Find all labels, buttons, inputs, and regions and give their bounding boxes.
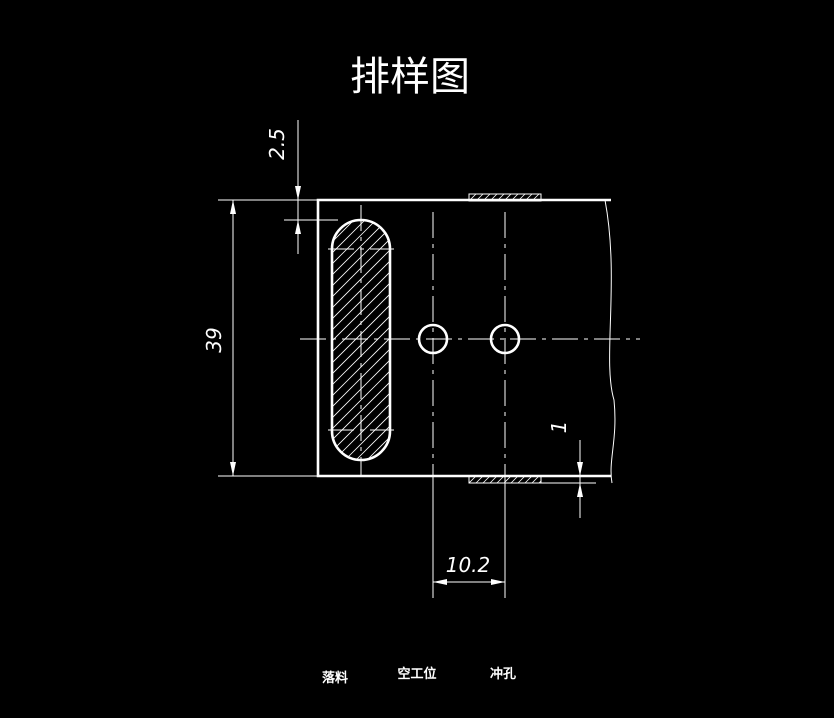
hatch-line [554, 220, 794, 460]
hatch-line [332, 220, 390, 460]
hatch-line [333, 220, 390, 460]
hatch-line [489, 476, 498, 483]
hatch-line [469, 194, 477, 201]
hatch-line [510, 194, 519, 201]
hatch-line [332, 220, 390, 460]
hatch-line [503, 194, 512, 201]
hatch-line [332, 220, 390, 460]
hatch-line [510, 220, 750, 460]
hatch-line [332, 220, 390, 460]
hatch-line [538, 198, 541, 201]
dimension-top-offset-label: 2.5 [265, 128, 289, 160]
hatch-line [576, 220, 816, 460]
station-label-blank: 落料 [322, 670, 348, 686]
hatch-line [482, 476, 491, 483]
hatch-line [469, 476, 477, 483]
hatch-line [332, 220, 377, 460]
hatch-line [332, 220, 390, 460]
hatch-line [620, 220, 834, 460]
hatch-line [477, 220, 717, 460]
pilot-notch-top [468, 193, 542, 202]
hatch-line [499, 220, 739, 460]
hatch-line [332, 220, 390, 460]
dimension-step-pitch: 10.2 [432, 472, 506, 598]
hatch-line [388, 220, 390, 460]
hatch-line [565, 220, 805, 460]
hatch-line [332, 220, 390, 460]
station-label-idle: 空工位 [397, 666, 436, 682]
centerlines [300, 205, 640, 475]
hatch-line [531, 194, 540, 201]
hatch-line [332, 220, 390, 460]
hatch-line [422, 220, 662, 460]
hatch-line [344, 220, 390, 460]
hatch-line [496, 194, 505, 201]
hatch-line [524, 476, 533, 483]
station-label-pierce: 冲孔 [490, 666, 516, 682]
hatch-line [531, 476, 540, 483]
hatch-line [524, 194, 533, 201]
hatch-line [466, 220, 706, 460]
hatch-line [598, 220, 834, 460]
hatch-line [496, 476, 505, 483]
dimension-top-offset: 2.5 [265, 120, 338, 254]
hatch-line [332, 220, 390, 460]
hatch-line [587, 220, 827, 460]
dimension-strip-width: 39 [202, 199, 318, 477]
hatch-line [332, 220, 388, 460]
hatch-line [366, 220, 390, 460]
hatch-line [488, 220, 728, 460]
hatch-line [538, 480, 541, 483]
dimension-edge-offset-label: 1 [547, 421, 571, 434]
hatch-line [332, 220, 390, 460]
hatch-line [510, 476, 519, 483]
hatch-line [332, 220, 366, 460]
hatch-line [475, 194, 484, 201]
dimension-step-pitch-label: 10.2 [446, 553, 491, 577]
hatch-line [543, 220, 783, 460]
hatch-line [482, 194, 491, 201]
hatch-line [475, 476, 484, 483]
hatch-line [332, 220, 390, 460]
hatch-line [332, 220, 390, 460]
strip-outline [316, 198, 616, 484]
hatch-line [517, 194, 526, 201]
hatch-line [377, 220, 390, 460]
hatch-line [332, 220, 390, 460]
dimension-edge-offset: 1 [541, 421, 596, 518]
hatch-line [332, 220, 390, 460]
drawing-title: 排样图 [350, 54, 470, 100]
dimension-strip-width-label: 39 [202, 327, 226, 352]
hatch-line [609, 220, 834, 460]
hatch-line [517, 476, 526, 483]
hatch-line [332, 220, 390, 460]
hatch-line [489, 194, 498, 201]
